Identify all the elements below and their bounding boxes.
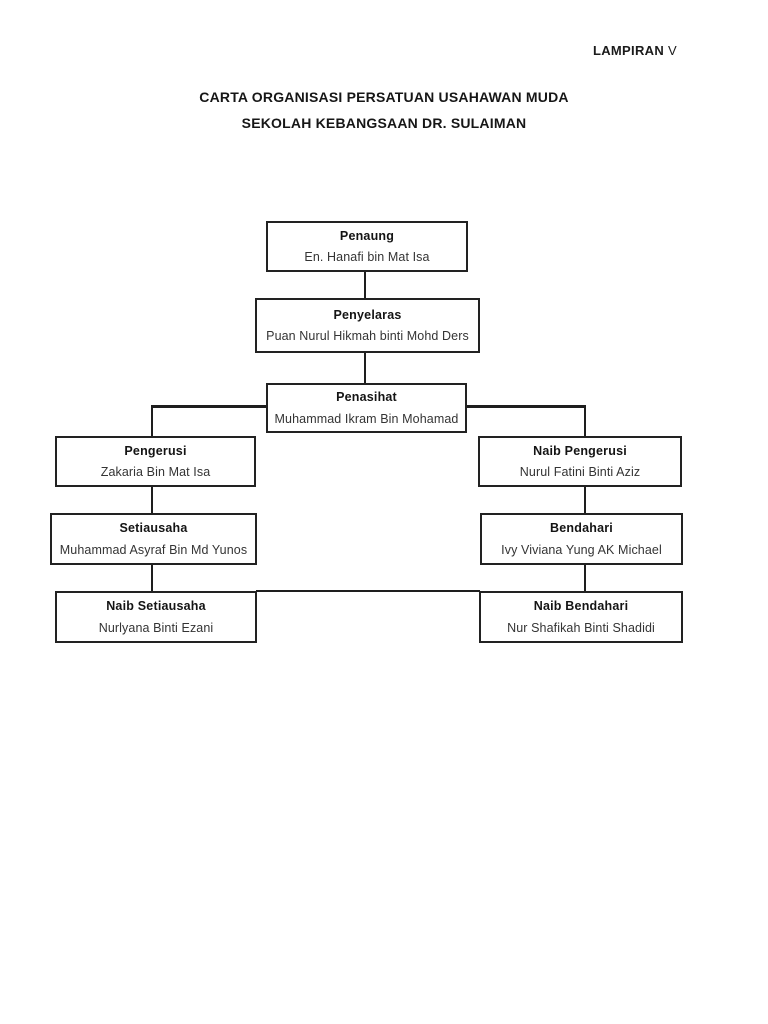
org-box-name: Muhammad Ikram Bin Mohamad (274, 411, 459, 426)
org-box-penaung: Penaung En. Hanafi bin Mat Isa (266, 221, 468, 272)
connector-pengerusi-setiausaha (151, 487, 153, 513)
corner-annotation-numeral: V (668, 43, 677, 58)
org-box-role: Penaung (339, 228, 395, 243)
org-box-name: Muhammad Asyraf Bin Md Yunos (59, 542, 248, 557)
org-box-setiausaha: Setiausaha Muhammad Asyraf Bin Md Yunos (50, 513, 257, 565)
document-title-line-1: CARTA ORGANISASI PERSATUAN USAHAWAN MUDA (199, 89, 569, 105)
org-box-name: En. Hanafi bin Mat Isa (304, 250, 430, 264)
org-box-penyelaras: Penyelaras Puan Nurul Hikmah binti Mohd … (255, 298, 480, 353)
org-box-name: Nurul Fatini Binti Aziz (519, 465, 641, 479)
connector-penaung-penyelaras (364, 272, 366, 298)
org-box-name: Nur Shafikah Binti Shadidi (507, 620, 655, 635)
org-box-name: Nurlyana Binti Ezani (98, 620, 214, 635)
org-box-naib-setiausaha: Naib Setiausaha Nurlyana Binti Ezani (55, 591, 257, 643)
org-box-role: Penasihat (336, 390, 397, 404)
org-box-role: Naib Setiausaha (106, 599, 206, 613)
org-box-role: Penyelaras (333, 307, 402, 322)
org-box-name: Ivy Viviana Yung AK Michael (501, 542, 662, 557)
org-box-role: Pengerusi (124, 443, 187, 458)
org-box-naib-bendahari: Naib Bendahari Nur Shafikah Binti Shadid… (479, 591, 683, 643)
connector-penyelaras-penasihat (364, 353, 366, 383)
connector-bendahari-naib-bendahari (584, 565, 586, 592)
connector-bottom-horizontal (256, 590, 480, 592)
connector-penasihat-naib-pengerusi (584, 405, 586, 436)
org-box-name: Zakaria Bin Mat Isa (100, 465, 211, 479)
document-title: CARTA ORGANISASI PERSATUAN USAHAWAN MUDA… (0, 90, 768, 130)
org-box-naib-pengerusi: Naib Pengerusi Nurul Fatini Binti Aziz (478, 436, 682, 487)
connector-naib-pengerusi-bendahari (584, 487, 586, 513)
corner-annotation-word: LAMPIRAN (593, 43, 665, 58)
org-box-pengerusi: Pengerusi Zakaria Bin Mat Isa (55, 436, 256, 487)
org-box-bendahari: Bendahari Ivy Viviana Yung AK Michael (480, 513, 683, 565)
org-box-role: Setiausaha (119, 521, 188, 535)
org-box-role: Bendahari (550, 521, 613, 535)
org-box-role: Naib Bendahari (533, 599, 629, 613)
org-box-penasihat: Penasihat Muhammad Ikram Bin Mohamad (266, 383, 467, 433)
org-box-name: Puan Nurul Hikmah binti Mohd Ders (266, 329, 469, 343)
connector-setiausaha-naib-setiausaha (151, 565, 153, 592)
connector-penasihat-right-horizontal (467, 405, 586, 408)
connector-penasihat-pengerusi (151, 405, 153, 436)
document-title-line-2: SEKOLAH KEBANGSAAN DR. SULAIMAN (241, 115, 527, 131)
connector-penasihat-left-horizontal (151, 405, 266, 408)
org-box-role: Naib Pengerusi (533, 443, 627, 458)
